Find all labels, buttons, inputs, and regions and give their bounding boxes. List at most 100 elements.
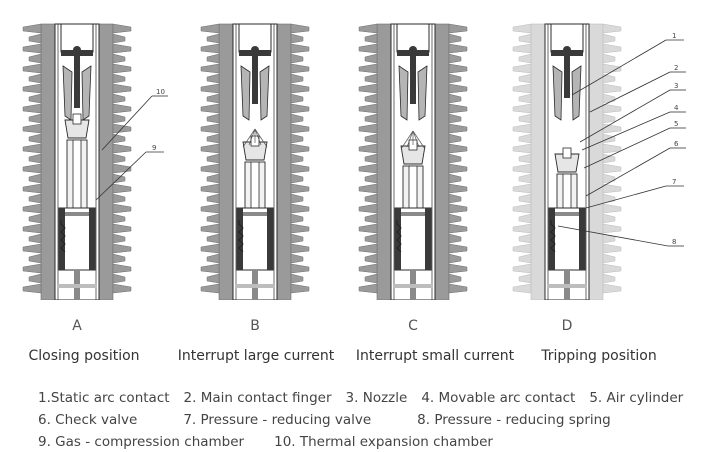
insulator-shed	[518, 173, 532, 184]
panel-letter-a: A	[72, 318, 82, 334]
insulator-shed	[512, 123, 532, 134]
insulator-shed	[112, 213, 126, 224]
contact-finger-left	[552, 65, 563, 121]
callout-4: 4	[674, 104, 679, 112]
insulator-shed	[22, 143, 42, 154]
insulator-shed	[112, 23, 132, 34]
insulator-shed	[448, 253, 462, 264]
insulator-shed	[602, 73, 616, 84]
insulator-shed	[290, 233, 304, 244]
contact-finger-left	[240, 65, 251, 121]
insulator-shed	[602, 213, 616, 224]
insulator-shed	[28, 33, 42, 44]
panel-c-small-current	[358, 23, 468, 300]
insulator-shed	[22, 243, 42, 254]
contact-finger-right	[417, 65, 428, 121]
insulator-shed	[518, 273, 532, 284]
insulator-shed	[28, 73, 42, 84]
insulator-shed	[512, 63, 532, 74]
panel-caption-a: Closing position	[28, 348, 140, 364]
insulator-shed	[200, 83, 220, 94]
insulator-shed	[358, 223, 378, 234]
insulator-shed	[512, 263, 532, 274]
contact-cap	[73, 46, 81, 54]
insulator-shed	[112, 153, 126, 164]
insulator-shed	[602, 83, 622, 94]
insulator-shed	[518, 73, 532, 84]
insulator-wall	[98, 23, 114, 300]
insulator-shed	[602, 173, 616, 184]
insulator-shed	[364, 173, 378, 184]
insulator-shed	[512, 83, 532, 94]
insulator-shed	[358, 283, 378, 294]
panel-d-tripping	[512, 23, 622, 300]
insulator-shed	[364, 273, 378, 284]
insulator-shed	[512, 243, 532, 254]
insulator-shed	[206, 193, 220, 204]
insulator-shed	[602, 163, 622, 174]
insulator-shed	[28, 113, 42, 124]
insulator-shed	[518, 33, 532, 44]
legend-item-3: 3. Nozzle	[345, 390, 408, 406]
insulator-shed	[200, 143, 220, 154]
insulator-shed	[512, 143, 532, 154]
insulator-shed	[518, 193, 532, 204]
insulator-shed	[290, 93, 304, 104]
insulator-shed	[206, 113, 220, 124]
insulator-shed	[364, 93, 378, 104]
insulator-shed	[448, 123, 468, 134]
insulator-shed	[112, 43, 132, 54]
insulator-shed	[22, 163, 42, 174]
insulator-shed	[112, 103, 132, 114]
nozzle-throat	[72, 113, 82, 125]
insulator-shed	[358, 263, 378, 274]
insulator-shed	[290, 203, 310, 214]
callout-8: 8	[672, 238, 676, 246]
insulator-shed	[602, 23, 622, 34]
static-arc-contact	[252, 48, 258, 104]
insulator-shed	[22, 183, 42, 194]
cylinder-wall-right	[425, 208, 431, 270]
callouts-panel-a: 10 9	[95, 88, 168, 201]
callouts-panel-d: 1 2 3 4 5 6 7 8	[557, 32, 686, 247]
insulator-shed	[112, 93, 126, 104]
insulator-shed	[358, 63, 378, 74]
contact-finger-left	[398, 65, 409, 121]
insulator-shed	[512, 223, 532, 234]
check-valve	[401, 212, 425, 216]
insulator-shed	[290, 73, 304, 84]
pressure-reducing-spring	[238, 220, 244, 253]
insulator-shed	[448, 203, 468, 214]
callout-1: 1	[672, 32, 676, 40]
insulator-shed	[364, 153, 378, 164]
insulator-shed	[22, 103, 42, 114]
insulator-shed	[206, 53, 220, 64]
insulator-shed	[602, 93, 616, 104]
bottom-flange	[393, 284, 433, 288]
arc-flash-line	[248, 128, 256, 146]
insulator-shed	[448, 213, 462, 224]
contact-finger-right	[571, 65, 582, 121]
insulator-shed	[364, 233, 378, 244]
insulator-shed	[28, 53, 42, 64]
insulator-shed	[364, 73, 378, 84]
insulator-shed	[358, 23, 378, 34]
panel-caption-c: Interrupt small current	[355, 348, 515, 364]
insulator-shed	[28, 173, 42, 184]
insulator-shed	[290, 113, 304, 124]
insulator-shed	[518, 93, 532, 104]
insulator-shed	[290, 253, 304, 264]
insulator-shed	[602, 283, 622, 294]
insulator-shed	[358, 243, 378, 254]
insulator-shed	[200, 123, 220, 134]
insulator-shed	[200, 163, 220, 174]
insulator-wall	[276, 23, 292, 300]
callout-6: 6	[674, 140, 679, 148]
cylinder-wall-right	[267, 208, 273, 270]
insulator-shed	[290, 183, 310, 194]
insulator-shed	[112, 133, 126, 144]
insulator-shed	[206, 213, 220, 224]
insulator-shed	[206, 273, 220, 284]
